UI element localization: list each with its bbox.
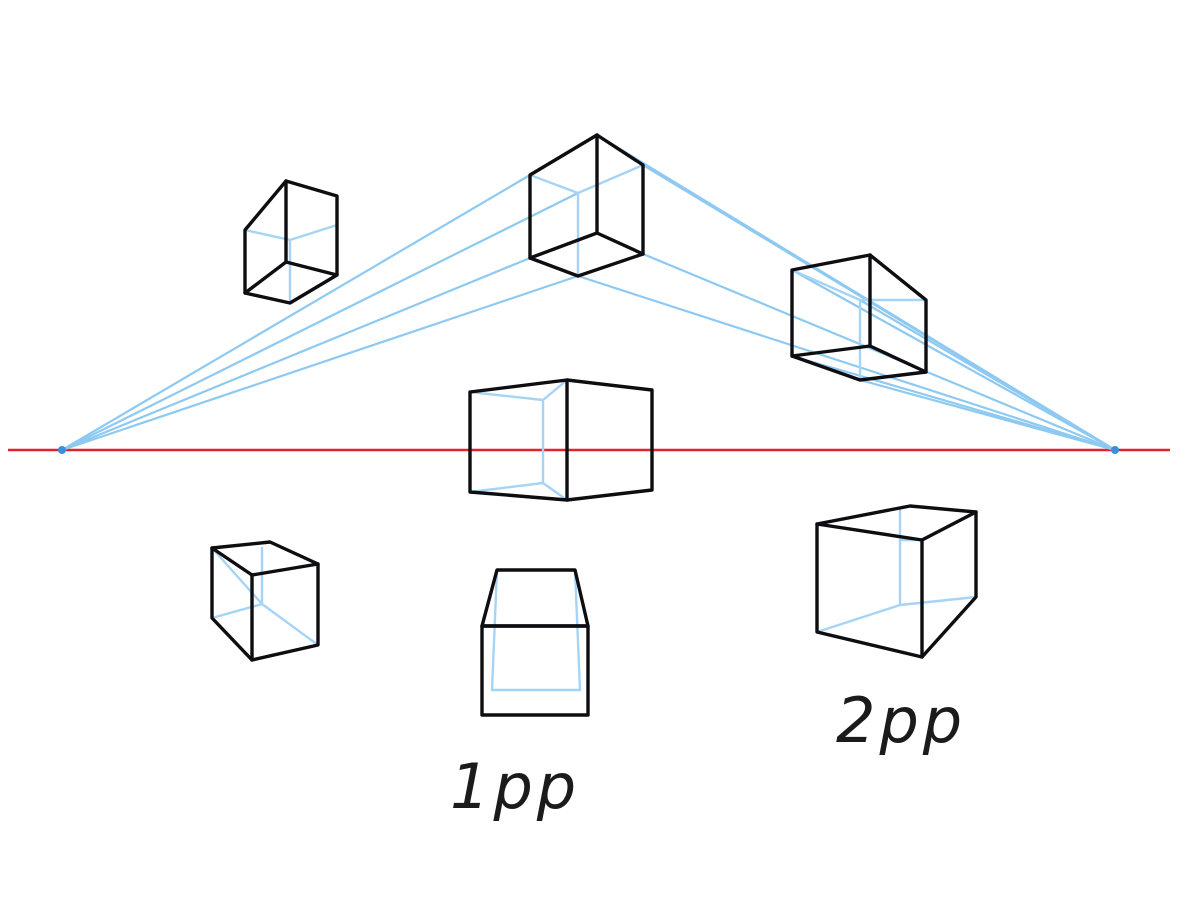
cube-center-horizon [468,378,654,502]
guide-line [858,378,1117,452]
cube-lower-left [210,540,320,662]
label-one-point-perspective: 1pp [450,750,580,823]
guide-line [60,256,532,452]
perspective-guide-lines [60,133,1117,452]
cube-upper-left [243,179,339,305]
cube-lower-right [815,504,978,659]
right-vanishing-point [1111,446,1119,454]
cube-top-center [528,133,645,278]
guide-line [790,268,1117,452]
left-vanishing-point [58,446,66,454]
label-two-point-perspective: 2pp [836,684,966,757]
guide-line [60,173,532,452]
guide-line [595,133,1117,452]
cube-upper-right [790,253,928,382]
guide-line [576,274,1117,452]
guide-line [858,298,1117,452]
guide-line [60,191,580,452]
guide-line [60,274,580,452]
cube-lower-center [480,568,590,717]
